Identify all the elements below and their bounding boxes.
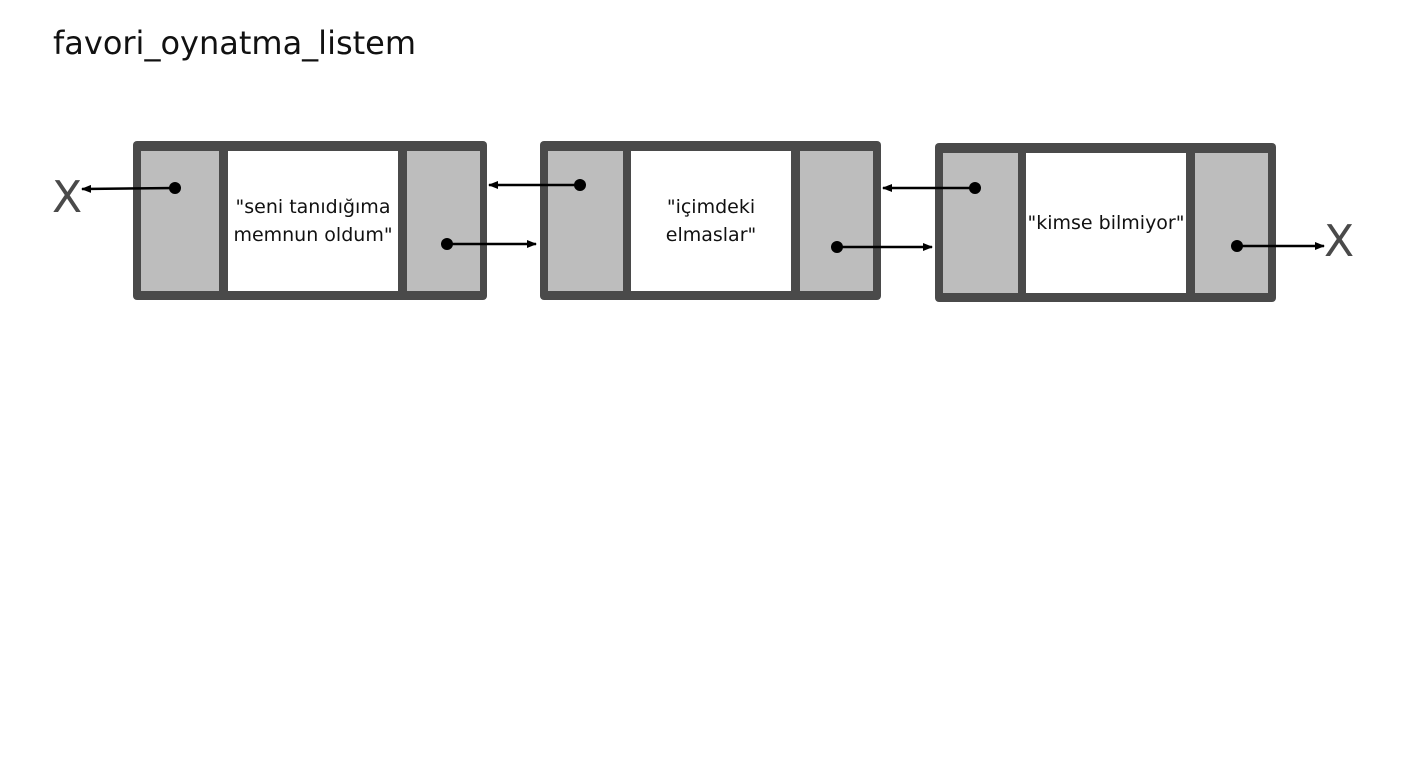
node-1-value: "seni tanıdığıma memnun oldum": [228, 151, 398, 291]
null-marker-right: X: [1324, 216, 1355, 267]
node-2-value: "içimdeki elmaslar": [631, 151, 791, 291]
list-title: favori_oynatma_listem: [53, 24, 417, 62]
list-node-3: "kimse bilmiyor": [935, 143, 1276, 302]
node-1-next-pointer: [407, 151, 480, 291]
pointer-dot: [831, 241, 843, 253]
pointer-dot: [1231, 240, 1243, 252]
arrow-node-3-prev: [882, 182, 981, 194]
arrow-node-2-next: [831, 241, 933, 253]
node-2-prev-pointer: [548, 151, 623, 291]
pointer-dot: [969, 182, 981, 194]
node-3-next-pointer: [1195, 153, 1268, 293]
node-2-next-pointer: [800, 151, 873, 291]
arrow-node-1-prev: [81, 182, 181, 194]
node-3-prev-pointer: [943, 153, 1018, 293]
node-1-prev-pointer: [141, 151, 219, 291]
arrow-node-2-prev: [488, 179, 586, 191]
list-node-1: "seni tanıdığıma memnun oldum": [133, 141, 487, 300]
node-3-value: "kimse bilmiyor": [1026, 153, 1186, 293]
list-node-2: "içimdeki elmaslar": [540, 141, 881, 300]
pointer-dot: [574, 179, 586, 191]
null-marker-left: X: [52, 172, 83, 223]
pointer-dot: [169, 182, 181, 194]
arrow-node-3-next: [1231, 240, 1325, 252]
pointer-dot: [441, 238, 453, 250]
arrow-node-1-next: [441, 238, 537, 250]
